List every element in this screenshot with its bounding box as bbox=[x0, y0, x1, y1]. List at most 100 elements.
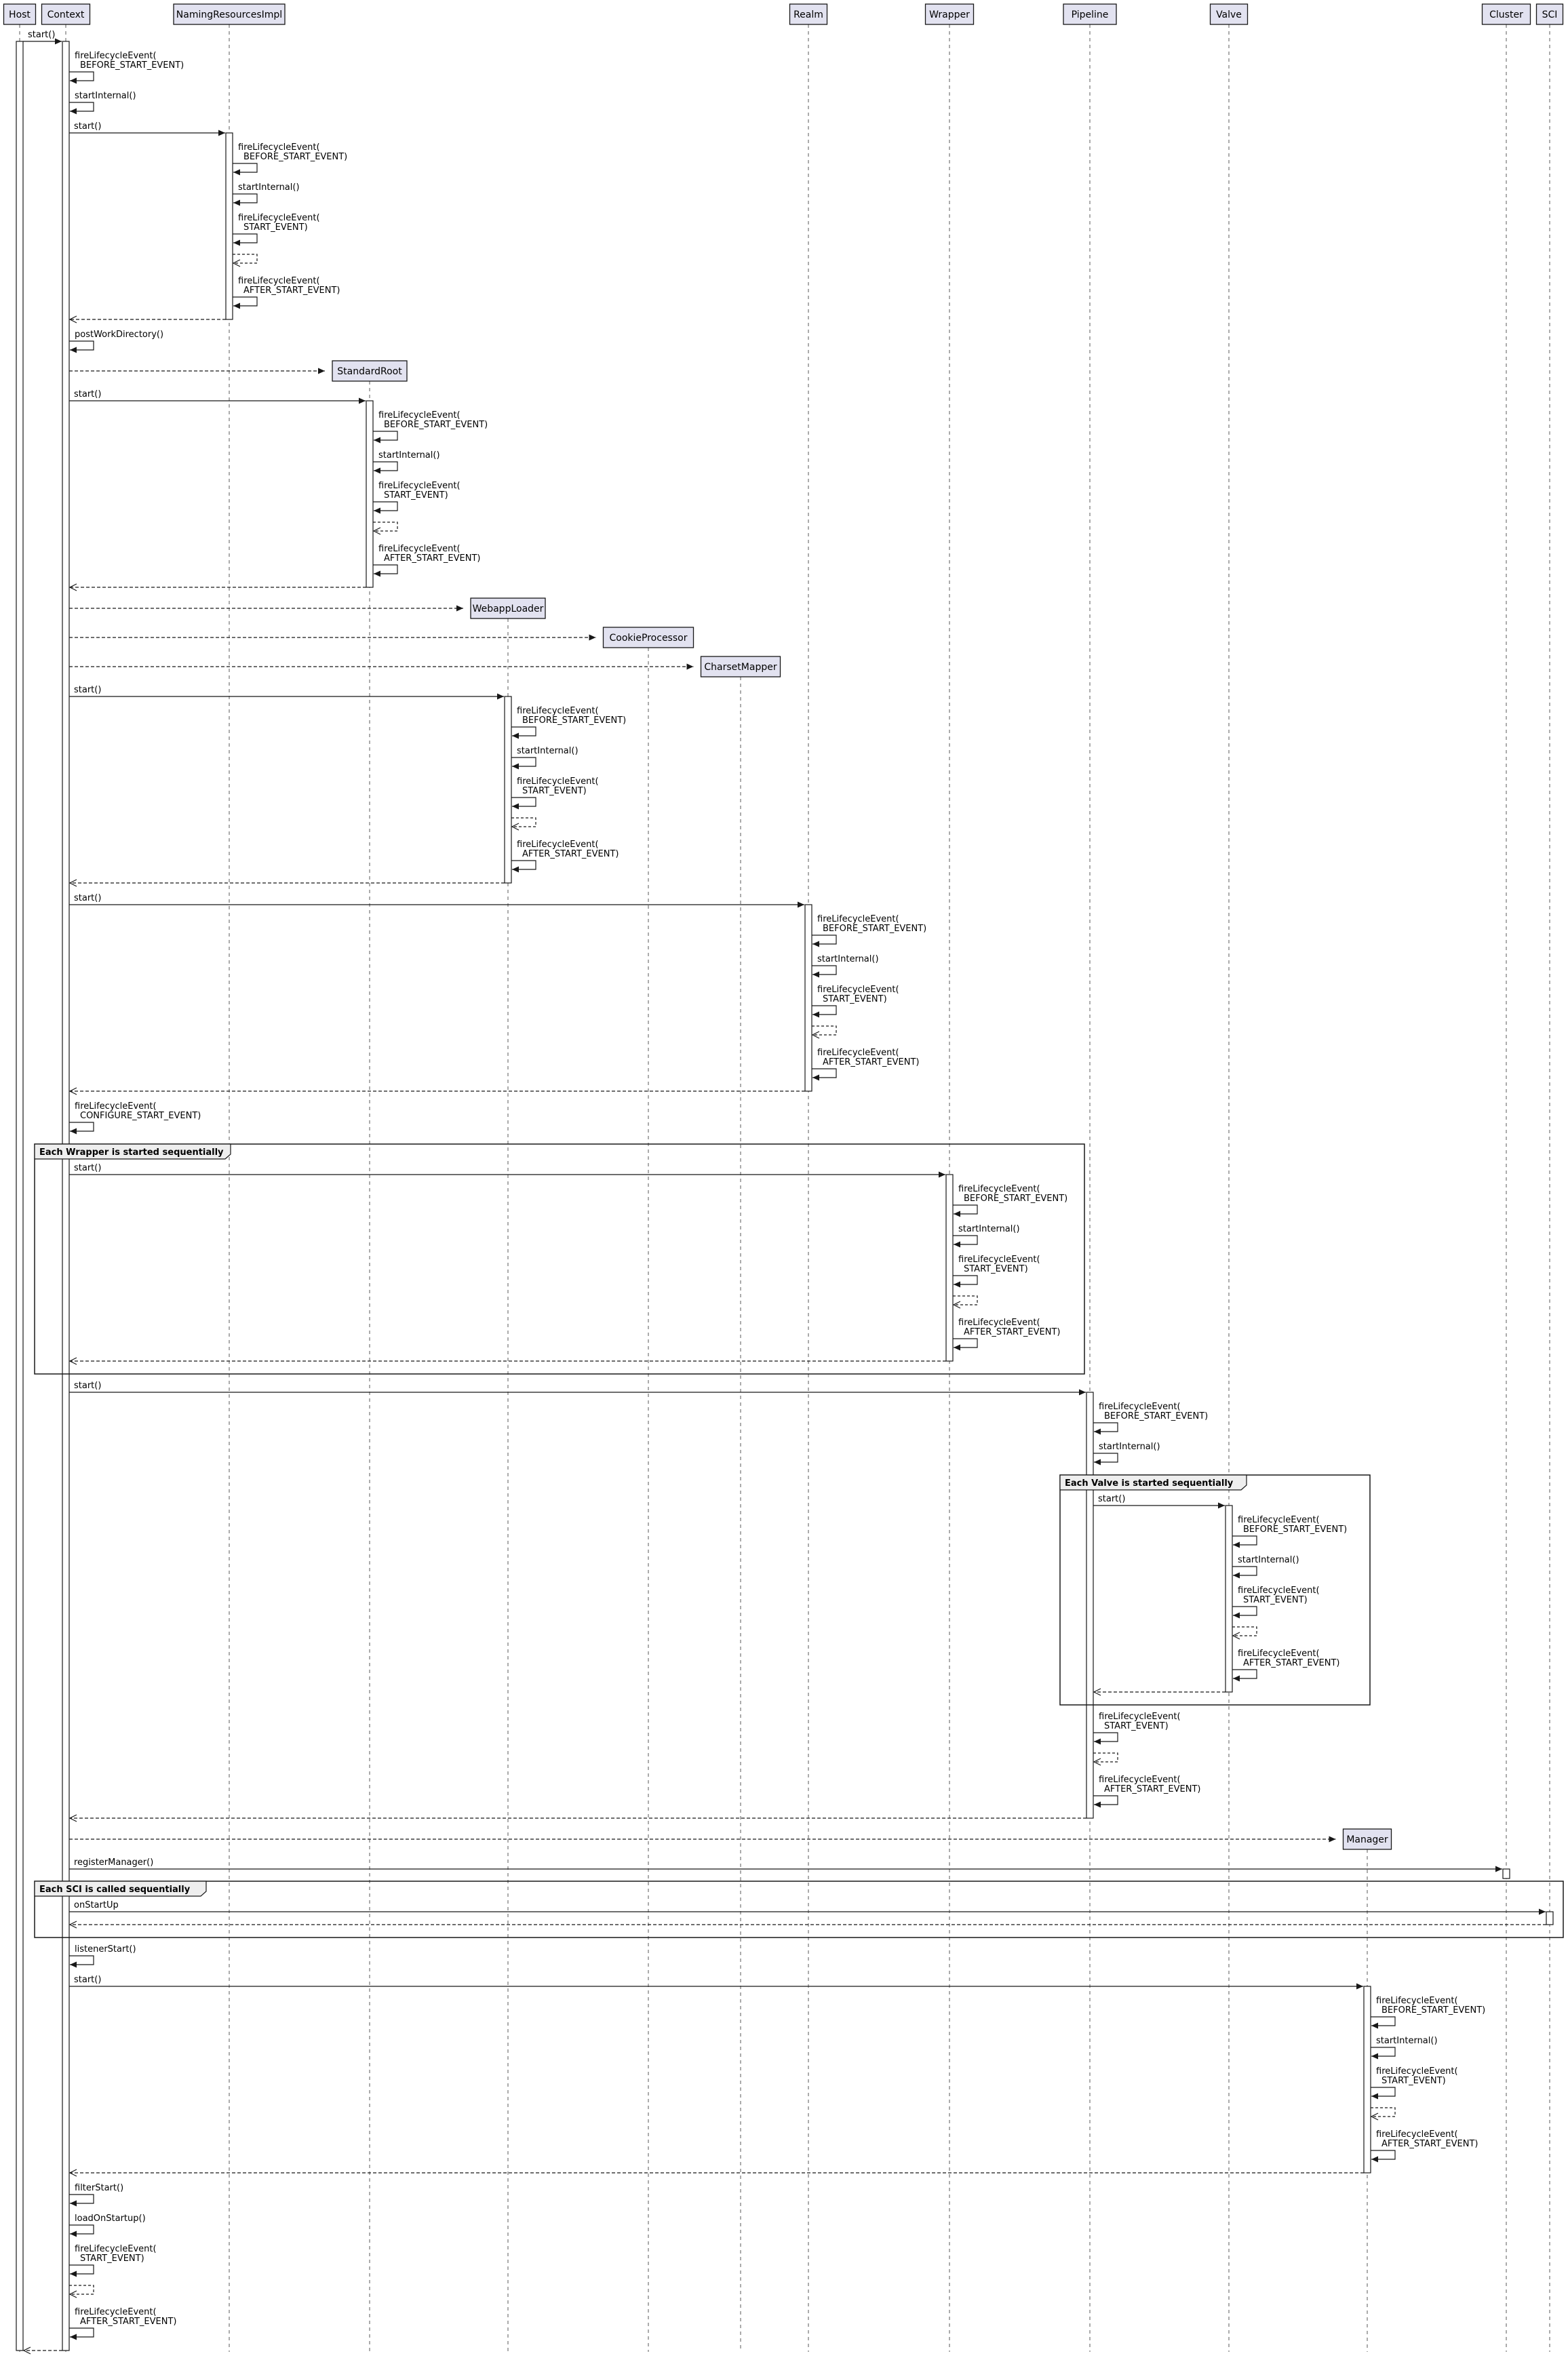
message-label: fireLifecycleEvent( bbox=[517, 706, 599, 716]
message-label: start() bbox=[74, 1975, 101, 1985]
message-label: AFTER_START_EVENT) bbox=[243, 286, 340, 296]
frame-0: Each Wrapper is started sequentially bbox=[34, 1143, 1085, 1375]
participant-label: Manager bbox=[1346, 1834, 1388, 1845]
participant-label: NamingResourcesImpl bbox=[176, 9, 282, 20]
message-label: BEFORE_START_EVENT) bbox=[384, 420, 488, 430]
message-selfdotted bbox=[1093, 1752, 1118, 1766]
activation-bar bbox=[1086, 1392, 1094, 1819]
message-create bbox=[69, 368, 325, 374]
message-label: START_EVENT) bbox=[1381, 2076, 1446, 2086]
activation-bar bbox=[225, 132, 233, 320]
message-self: fireLifecycleEvent(AFTER_START_EVENT) bbox=[69, 2307, 177, 2340]
message-return bbox=[68, 2169, 1364, 2177]
activation-bar bbox=[804, 904, 812, 1092]
participant-valve: Valve bbox=[1209, 3, 1249, 25]
message-call: registerManager() bbox=[69, 1857, 1502, 1872]
activation-bar bbox=[366, 400, 374, 588]
frame-title: Each Wrapper is started sequentially bbox=[39, 1147, 224, 1158]
message-label: start() bbox=[74, 893, 101, 903]
activation-bar bbox=[504, 696, 512, 884]
message-label: fireLifecycleEvent( bbox=[1238, 1586, 1320, 1596]
message-label: AFTER_START_EVENT) bbox=[1104, 1784, 1201, 1794]
message-return bbox=[68, 1921, 1546, 1929]
message-label: AFTER_START_EVENT) bbox=[522, 849, 619, 859]
message-selfdotted bbox=[232, 254, 258, 267]
message-call: start() bbox=[69, 893, 804, 908]
message-self: fireLifecycleEvent(AFTER_START_EVENT) bbox=[812, 1048, 920, 1081]
message-label: fireLifecycleEvent( bbox=[75, 51, 157, 61]
message-label: BEFORE_START_EVENT) bbox=[1104, 1411, 1208, 1421]
message-label: start() bbox=[74, 1381, 101, 1391]
message-label: startInternal() bbox=[1099, 1442, 1160, 1452]
message-label: BEFORE_START_EVENT) bbox=[823, 924, 926, 934]
message-label: fireLifecycleEvent( bbox=[1376, 2129, 1458, 2140]
message-return bbox=[68, 1814, 1086, 1822]
message-label: fireLifecycleEvent( bbox=[1376, 1996, 1458, 2006]
message-return bbox=[68, 879, 505, 887]
message-self: fireLifecycleEvent(CONFIGURE_START_EVENT… bbox=[69, 1101, 201, 1135]
message-label: start() bbox=[74, 121, 101, 132]
message-self: fireLifecycleEvent(AFTER_START_EVENT) bbox=[233, 276, 340, 309]
message-label: postWorkDirectory() bbox=[75, 330, 163, 340]
message-label: fireLifecycleEvent( bbox=[378, 410, 460, 420]
message-label: BEFORE_START_EVENT) bbox=[964, 1194, 1067, 1204]
message-label: fireLifecycleEvent( bbox=[75, 2307, 157, 2317]
frame-title: Each SCI is called sequentially bbox=[39, 1885, 191, 1895]
message-self: fireLifecycleEvent(START_EVENT) bbox=[1371, 2066, 1458, 2100]
message-label: AFTER_START_EVENT) bbox=[384, 553, 481, 564]
message-label: START_EVENT) bbox=[80, 2254, 144, 2264]
message-self: fireLifecycleEvent(START_EVENT) bbox=[373, 481, 460, 514]
participant-label: Cluster bbox=[1489, 9, 1523, 20]
message-self: listenerStart() bbox=[69, 1944, 136, 1968]
message-label: startInternal() bbox=[238, 182, 300, 193]
message-create bbox=[69, 605, 463, 612]
participant-label: Pipeline bbox=[1072, 9, 1109, 20]
message-label: START_EVENT) bbox=[964, 1264, 1028, 1274]
message-self: fireLifecycleEvent(START_EVENT) bbox=[1093, 1712, 1181, 1745]
participant-sci: SCI bbox=[1535, 3, 1564, 25]
message-label: fireLifecycleEvent( bbox=[1376, 2066, 1458, 2077]
message-label: BEFORE_START_EVENT) bbox=[522, 715, 626, 726]
message-label: START_EVENT) bbox=[522, 786, 587, 796]
message-self: fireLifecycleEvent(AFTER_START_EVENT) bbox=[511, 840, 619, 873]
message-selfdotted bbox=[68, 2285, 94, 2298]
participant-label: Realm bbox=[793, 9, 823, 20]
message-return bbox=[68, 583, 366, 591]
message-self: startInternal() bbox=[1093, 1442, 1160, 1466]
message-self: startInternal() bbox=[812, 954, 879, 978]
message-label: fireLifecycleEvent( bbox=[958, 1255, 1040, 1265]
message-selfdotted bbox=[952, 1295, 978, 1309]
activation-bar bbox=[1363, 1986, 1371, 2174]
message-label: BEFORE_START_EVENT) bbox=[80, 60, 184, 71]
message-label: AFTER_START_EVENT) bbox=[1243, 1658, 1340, 1668]
message-label: start() bbox=[1098, 1494, 1125, 1504]
message-return bbox=[1093, 1688, 1226, 1696]
activation-bar bbox=[16, 41, 24, 2351]
message-self: startInternal() bbox=[1232, 1555, 1299, 1579]
message-label: START_EVENT) bbox=[1243, 1595, 1308, 1605]
message-self: fireLifecycleEvent(BEFORE_START_EVENT) bbox=[812, 914, 926, 947]
message-self: fireLifecycleEvent(AFTER_START_EVENT) bbox=[1371, 2129, 1478, 2163]
message-selfdotted bbox=[1370, 2107, 1396, 2121]
message-label: fireLifecycleEvent( bbox=[817, 1048, 899, 1058]
message-self: filterStart() bbox=[69, 2183, 123, 2207]
message-return bbox=[68, 1357, 946, 1365]
message-label: start() bbox=[28, 30, 55, 40]
message-return bbox=[68, 315, 226, 323]
participant-label: Wrapper bbox=[929, 9, 970, 20]
message-self: startInternal() bbox=[373, 450, 440, 474]
activation-bar bbox=[62, 41, 70, 2351]
activation-bar bbox=[1546, 1911, 1554, 1925]
participant-cookieprocessor: CookieProcessor bbox=[602, 627, 694, 648]
message-label: AFTER_START_EVENT) bbox=[823, 1057, 920, 1067]
message-label: fireLifecycleEvent( bbox=[517, 840, 599, 850]
message-label: BEFORE_START_EVENT) bbox=[1381, 2005, 1485, 2015]
message-self: postWorkDirectory() bbox=[69, 330, 163, 353]
participant-webapploader: WebappLoader bbox=[470, 597, 546, 619]
message-self: fireLifecycleEvent(START_EVENT) bbox=[69, 2244, 157, 2277]
message-label: AFTER_START_EVENT) bbox=[1381, 2139, 1478, 2149]
message-self: startInternal() bbox=[511, 746, 579, 770]
message-self: fireLifecycleEvent(START_EVENT) bbox=[511, 776, 599, 810]
